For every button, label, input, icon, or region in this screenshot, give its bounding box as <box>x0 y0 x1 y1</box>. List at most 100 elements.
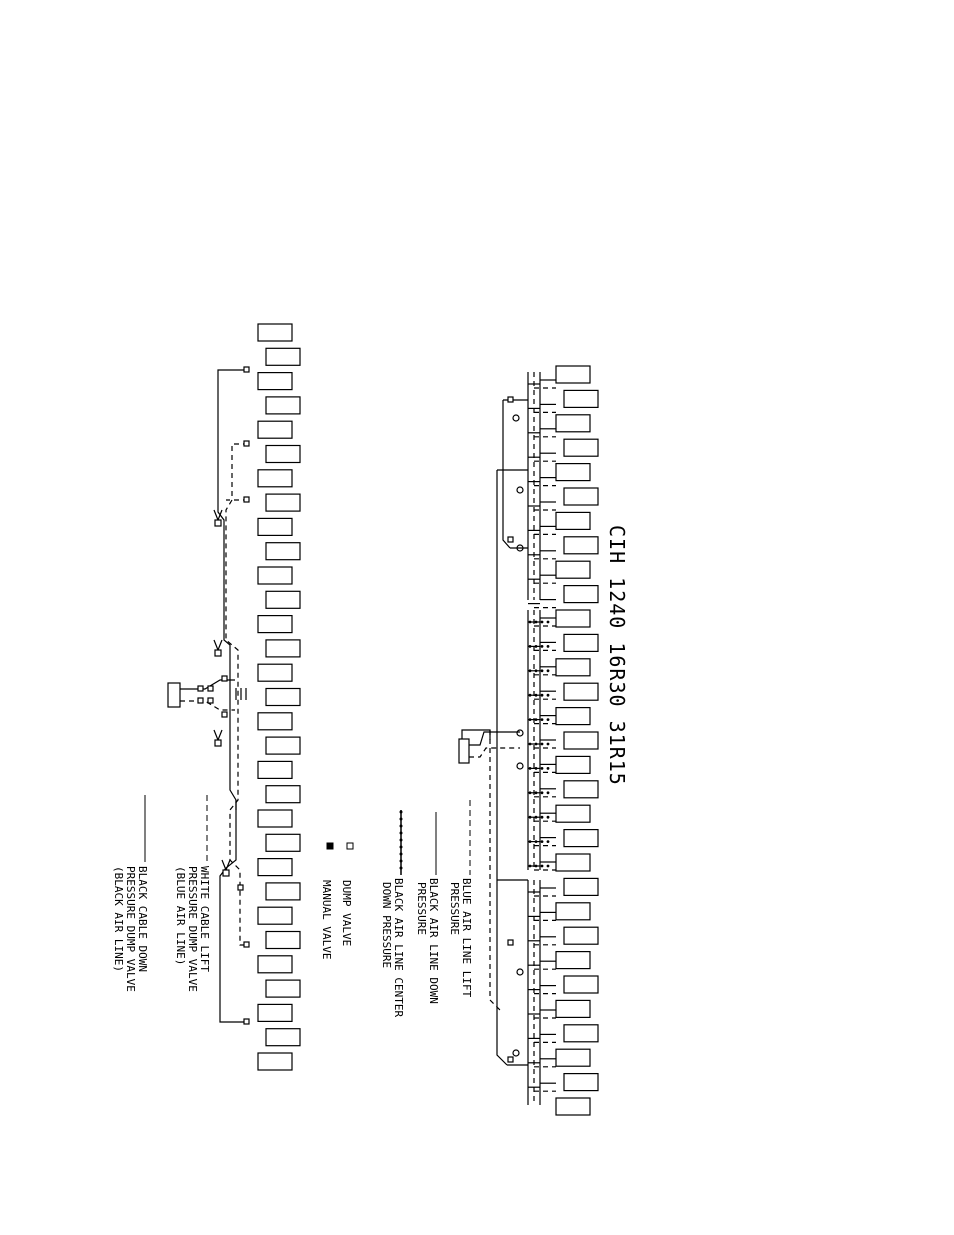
row-unit <box>556 854 590 871</box>
center-down-pressure-dot <box>529 669 532 672</box>
center-down-pressure-dot <box>547 645 550 648</box>
center-down-pressure-dot <box>541 865 544 868</box>
center-down-pressure-dot <box>535 645 538 648</box>
row-unit <box>556 610 590 627</box>
legend-dump-valve: DUMP VALVE <box>340 843 353 946</box>
legend-dot <box>400 867 403 870</box>
center-down-pressure-dot <box>547 718 550 721</box>
dump-valve <box>508 1057 513 1062</box>
row-unit <box>266 543 300 560</box>
dump-valve <box>244 367 249 372</box>
row-unit <box>266 786 300 803</box>
row-unit <box>266 980 300 997</box>
center-down-pressure-dot <box>547 694 550 697</box>
center-down-pressure-dot <box>541 669 544 672</box>
row-unit <box>258 567 292 584</box>
row-unit <box>266 932 300 949</box>
row-unit <box>266 689 300 706</box>
row-unit <box>564 634 598 651</box>
row-unit <box>258 713 292 730</box>
center-down-pressure-dot <box>541 694 544 697</box>
diagram-title: CIH 1240 16R30 31R15 <box>605 525 629 786</box>
row-unit <box>258 956 292 973</box>
legend-manual-valve-label: MANUAL VALVE <box>320 880 333 959</box>
legend-dot <box>400 811 403 814</box>
center-down-pressure-dot <box>535 816 538 819</box>
fitting <box>198 686 203 691</box>
legend-black-air-line-center: BLACK AIR LINE CENTER DOWN PRESSURE <box>380 810 405 1017</box>
center-down-pressure-dot <box>529 718 532 721</box>
center-down-pressure-dot <box>547 840 550 843</box>
fitting <box>215 650 221 656</box>
legend-black-air-line-2: PRESSURE <box>415 882 428 935</box>
center-down-pressure-dot <box>541 645 544 648</box>
row-unit <box>258 810 292 827</box>
legend-black-air-line-center-2: DOWN PRESSURE <box>380 882 393 968</box>
y-splitter <box>214 730 222 740</box>
center-down-pressure-dot <box>541 840 544 843</box>
row-unit <box>564 1074 598 1091</box>
row-unit <box>556 1098 590 1115</box>
center-down-pressure-dot <box>541 791 544 794</box>
center-down-pressure-dot <box>529 816 532 819</box>
dump-valve <box>244 441 249 446</box>
black-air-trunk <box>503 400 510 548</box>
row-unit <box>564 976 598 993</box>
row-unit <box>556 464 590 481</box>
center-down-pressure-dot <box>541 621 544 624</box>
center-down-pressure-dot <box>529 767 532 770</box>
center-down-pressure-dot <box>541 718 544 721</box>
row-unit <box>564 537 598 554</box>
row-unit <box>258 373 292 390</box>
fitting <box>222 712 227 717</box>
legend-white-cable-3: (BLUE AIR LINE) <box>174 866 187 965</box>
fitting <box>208 698 213 703</box>
center-down-pressure-dot <box>541 767 544 770</box>
dump-valve <box>508 397 513 402</box>
center-down-pressure-dot <box>547 865 550 868</box>
legend-dot <box>400 825 403 828</box>
row-unit <box>258 324 292 341</box>
row-unit <box>266 834 300 851</box>
row-unit <box>266 1029 300 1046</box>
manual-valve <box>517 969 523 975</box>
row-unit <box>556 1049 590 1066</box>
row-unit <box>564 488 598 505</box>
center-down-pressure-dot <box>535 791 538 794</box>
legend-dot <box>400 853 403 856</box>
center-down-pressure-dot <box>535 718 538 721</box>
legend-black-air-line: BLACK AIR LINE DOWN PRESSURE <box>415 812 440 1004</box>
center-down-pressure-dot <box>535 743 538 746</box>
row-unit <box>266 737 300 754</box>
row-unit <box>258 664 292 681</box>
center-down-pressure-dot <box>535 767 538 770</box>
dump-valve <box>244 1019 249 1024</box>
row-unit <box>556 512 590 529</box>
blue-air-trunk <box>490 730 500 1010</box>
row-unit <box>556 952 590 969</box>
manual-valve <box>517 487 523 493</box>
dump-valve <box>244 942 249 947</box>
center-down-pressure-dot <box>529 694 532 697</box>
center-down-pressure-dot <box>535 840 538 843</box>
fitting <box>215 740 221 746</box>
manual-valve <box>517 763 523 769</box>
row-unit <box>564 878 598 895</box>
row-unit <box>266 348 300 365</box>
center-down-pressure-dot <box>535 669 538 672</box>
row-unit <box>266 494 300 511</box>
dump-valve <box>508 940 513 945</box>
center-down-pressure-dot <box>529 743 532 746</box>
center-down-pressure-dot <box>547 767 550 770</box>
center-down-pressure-dot <box>535 694 538 697</box>
row-unit <box>564 927 598 944</box>
center-down-pressure-dot <box>547 743 550 746</box>
row-unit <box>564 1025 598 1042</box>
center-down-pressure-dot <box>535 865 538 868</box>
row-unit <box>556 756 590 773</box>
row-unit <box>556 366 590 383</box>
center-down-pressure-dot <box>529 791 532 794</box>
center-down-pressure-dot <box>541 816 544 819</box>
fitting <box>198 698 203 703</box>
